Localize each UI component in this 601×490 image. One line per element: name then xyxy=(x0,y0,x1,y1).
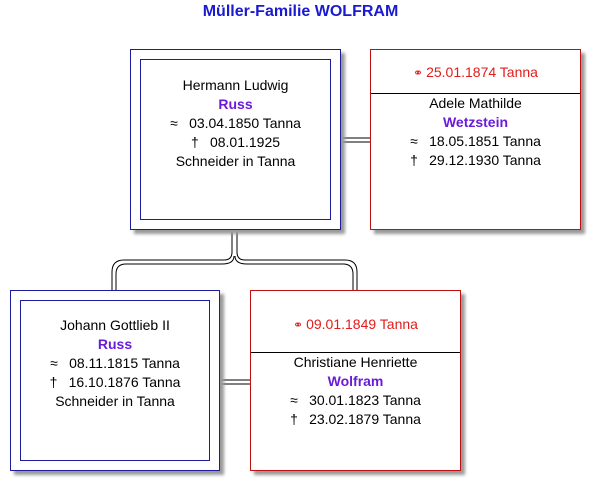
occupation: Schneider in Tanna xyxy=(55,393,175,409)
baptism-icon: ≈ xyxy=(290,392,298,408)
death-icon: † xyxy=(290,411,298,427)
person-card-johann-gottlieb-russ[interactable]: Johann Gottlieb II Russ ≈08.11.1815 Tann… xyxy=(10,290,220,471)
death-line: † 23.02.1879 Tanna xyxy=(251,410,460,429)
given-name: Hermann Ludwig xyxy=(182,77,289,93)
marriage-rings-icon: ⚭ xyxy=(413,66,423,80)
death-date: 08.01.1925 xyxy=(209,134,281,150)
death-date: 23.02.1879 Tanna xyxy=(309,411,421,427)
birth-date: 18.05.1851 Tanna xyxy=(429,133,541,149)
death-line: † 29.12.1930 Tanna xyxy=(371,151,580,170)
partner-connector-bottom xyxy=(220,379,250,385)
birth-line: ≈03.04.1850 Tanna xyxy=(141,114,330,133)
person-card-inner: Hermann Ludwig Russ ≈03.04.1850 Tanna † 0… xyxy=(140,59,331,220)
birth-date: 30.01.1823 Tanna xyxy=(309,392,421,408)
birth-line: ≈08.11.1815 Tanna xyxy=(21,354,209,373)
partner-connector-top xyxy=(341,137,370,143)
given-name: Adele Mathilde xyxy=(429,95,522,111)
death-icon: † xyxy=(410,152,418,168)
person-card-christiane-henriette-wolfram[interactable]: ⚭09.01.1849 Tanna Christiane Henriette W… xyxy=(250,290,461,471)
marriage-line: ⚭09.01.1849 Tanna xyxy=(251,292,460,353)
spouse-details: Adele Mathilde Wetzstein ≈18.05.1851 Tan… xyxy=(371,94,580,170)
descent-connector xyxy=(111,232,358,290)
person-card-adele-mathilde-wetzstein[interactable]: ⚭25.01.1874 Tanna Adele Mathilde Wetzste… xyxy=(370,49,581,230)
surname: Wetzstein xyxy=(442,114,509,130)
surname: Wolfram xyxy=(327,373,384,389)
birth-date: 08.11.1815 Tanna xyxy=(69,355,180,371)
surname: Russ xyxy=(97,336,133,352)
marriage-rings-icon: ⚭ xyxy=(293,318,303,332)
death-icon: † xyxy=(190,134,199,150)
baptism-icon: ≈ xyxy=(410,133,418,149)
birth-date: 03.04.1850 Tanna xyxy=(189,115,301,131)
marriage-date: 25.01.1874 Tanna xyxy=(426,64,538,80)
chart-title: Müller-Familie WOLFRAM xyxy=(202,3,399,20)
baptism-icon: ≈ xyxy=(170,115,178,131)
death-date: 16.10.1876 Tanna xyxy=(68,374,181,390)
person-card-inner: Johann Gottlieb II Russ ≈08.11.1815 Tann… xyxy=(20,300,210,461)
birth-line: ≈30.01.1823 Tanna xyxy=(251,391,460,410)
surname: Russ xyxy=(218,96,253,112)
given-name: Christiane Henriette xyxy=(293,354,418,370)
baptism-icon: ≈ xyxy=(50,355,58,371)
birth-line: ≈18.05.1851 Tanna xyxy=(371,132,580,151)
death-line: † 16.10.1876 Tanna xyxy=(21,373,209,392)
marriage-date: 09.01.1849 Tanna xyxy=(306,316,418,332)
occupation: Schneider in Tanna xyxy=(175,153,296,169)
given-name: Johann Gottlieb II xyxy=(60,317,170,333)
death-line: † 08.01.1925 xyxy=(141,133,330,152)
death-icon: † xyxy=(49,374,58,390)
person-card-hermann-ludwig-russ[interactable]: Hermann Ludwig Russ ≈03.04.1850 Tanna † 0… xyxy=(130,49,341,230)
spouse-details: Christiane Henriette Wolfram ≈30.01.1823… xyxy=(251,353,460,429)
death-date: 29.12.1930 Tanna xyxy=(429,152,541,168)
marriage-line: ⚭25.01.1874 Tanna xyxy=(371,51,580,94)
